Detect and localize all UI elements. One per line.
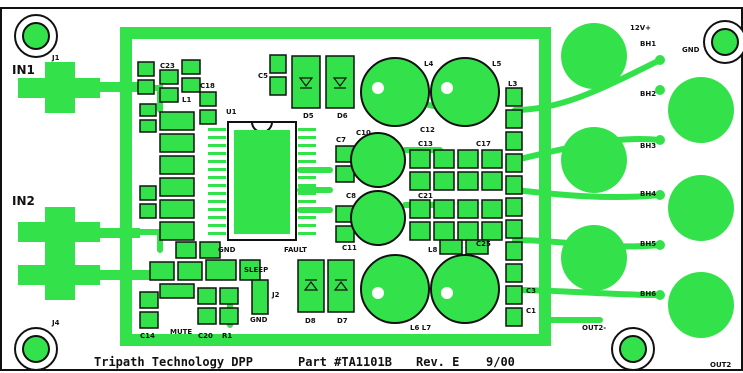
inductor-pins (372, 82, 453, 299)
bh2-label: BH2 (640, 90, 656, 98)
c13-label: C13 (418, 140, 433, 148)
inductors (350, 57, 500, 324)
c17-label: C17 (476, 140, 491, 148)
footer-company: Tripath Technology DPP (94, 355, 253, 369)
in1-label: IN1 (12, 63, 35, 77)
footer-date: 9/00 (486, 355, 515, 369)
output-pads (561, 23, 734, 338)
l4-label: L4 (424, 60, 433, 68)
l1-label: L1 (182, 96, 191, 104)
l5-label: L5 (492, 60, 501, 68)
board-outline (0, 7, 743, 371)
l6l7-label: L6 L7 (410, 324, 431, 332)
diodes (291, 55, 355, 313)
l8-label: L8 (428, 246, 437, 254)
input-connectors (18, 62, 150, 300)
smd-components (137, 54, 523, 329)
d6-label: D6 (337, 112, 348, 120)
j1-label: J1 (51, 54, 60, 62)
d5-label: D5 (303, 112, 314, 120)
c21-label: C21 (418, 192, 433, 200)
gnd2-label: GND (250, 316, 268, 324)
bh6-label: BH6 (640, 290, 656, 298)
c10-label: C10 (356, 129, 371, 137)
c5-label: C5 (258, 72, 268, 80)
c12-label: C12 (420, 126, 435, 134)
sleep-label: SLEEP (244, 266, 268, 274)
in2-label: IN2 (12, 194, 35, 208)
r1-label: R1 (222, 332, 232, 340)
c11-label: C11 (342, 244, 357, 252)
c25-label: C25 (476, 240, 491, 248)
d8-label: D8 (305, 317, 316, 325)
footer-rev: Rev. E (416, 355, 459, 369)
c20-label: C20 (198, 332, 213, 340)
bh1-label: BH1 (640, 40, 656, 48)
c14-label: C14 (140, 332, 155, 340)
j2-label: J2 (271, 291, 280, 299)
l3-label: L3 (508, 80, 517, 88)
ic-u1 (208, 121, 316, 241)
vcc-label: 12V+ (630, 24, 651, 32)
j4-label: J4 (51, 319, 60, 327)
gnd-top-label: GND (682, 46, 700, 54)
mounting-holes (14, 14, 743, 371)
fault-label: FAULT (284, 246, 307, 254)
c1-label: C1 (526, 307, 536, 315)
c8-label: C8 (346, 192, 356, 200)
bh5-label: BH5 (640, 240, 656, 248)
out2-minus-label: OUT2- (582, 324, 606, 332)
mute-label: MUTE (170, 328, 192, 336)
bh3-label: BH3 (640, 142, 656, 150)
c23-label: C23 (160, 62, 175, 70)
u1-label: U1 (226, 108, 237, 116)
vias (376, 31, 665, 300)
c3-label: C3 (526, 287, 536, 295)
footer-part: Part #TA1101B (298, 355, 392, 369)
c18-label: C18 (200, 82, 215, 90)
out2-label: OUT2 (710, 361, 731, 369)
c7-label: C7 (336, 136, 346, 144)
d7-label: D7 (337, 317, 348, 325)
bh4-label: BH4 (640, 190, 656, 198)
gnd-label: GND (218, 246, 236, 254)
